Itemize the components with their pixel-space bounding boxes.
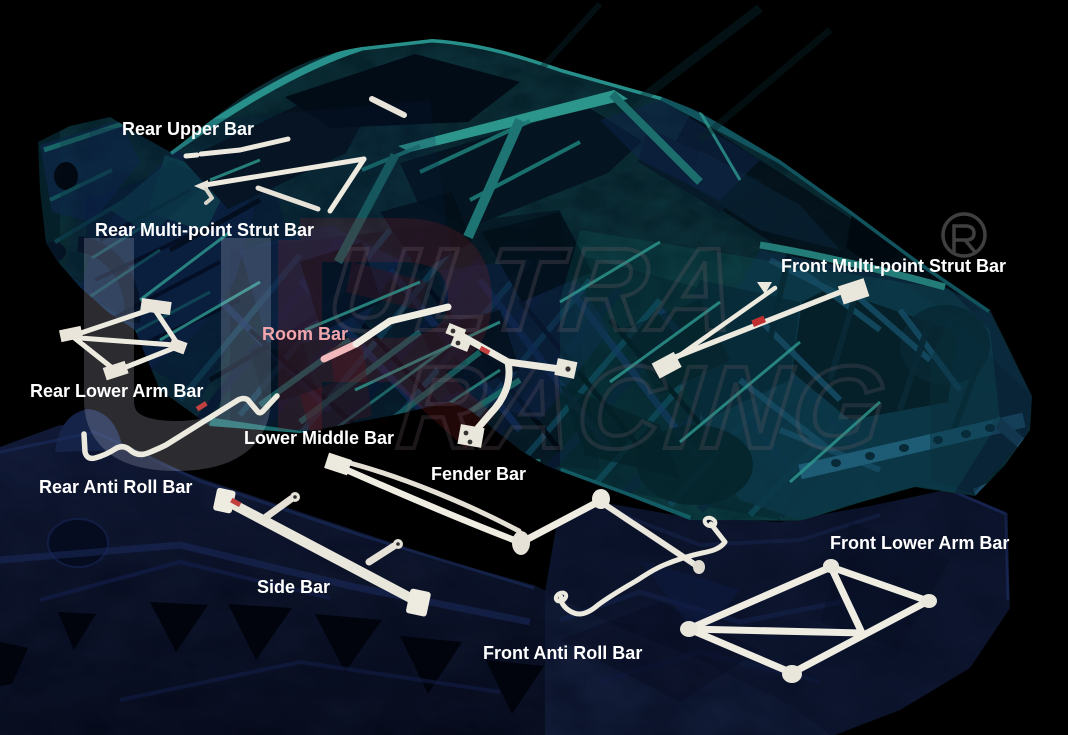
svg-text:Rear Anti Roll Bar: Rear Anti Roll Bar [39, 477, 192, 497]
svg-text:ULTRA: ULTRA [323, 224, 748, 356]
svg-text:ULTRA: ULTRA [323, 224, 748, 356]
svg-text:RACING: RACING [392, 342, 895, 474]
svg-text:Front Lower Arm Bar: Front Lower Arm Bar [830, 533, 1009, 553]
svg-text:Fender Bar: Fender Bar [431, 464, 526, 484]
svg-text:Rear Lower Arm Bar: Rear Lower Arm Bar [30, 381, 203, 401]
svg-text:Front Anti Roll Bar: Front Anti Roll Bar [483, 643, 642, 663]
svg-text:Room Bar: Room Bar [262, 324, 348, 344]
svg-text:Lower Middle Bar: Lower Middle Bar [244, 428, 394, 448]
svg-text:Front Multi-point Strut Bar: Front Multi-point Strut Bar [781, 256, 1006, 276]
svg-text:Rear Multi-point Strut Bar: Rear Multi-point Strut Bar [95, 220, 314, 240]
svg-text:Rear Upper Bar: Rear Upper Bar [122, 119, 254, 139]
svg-text:RACING: RACING [392, 342, 895, 474]
svg-text:Side Bar: Side Bar [257, 577, 330, 597]
